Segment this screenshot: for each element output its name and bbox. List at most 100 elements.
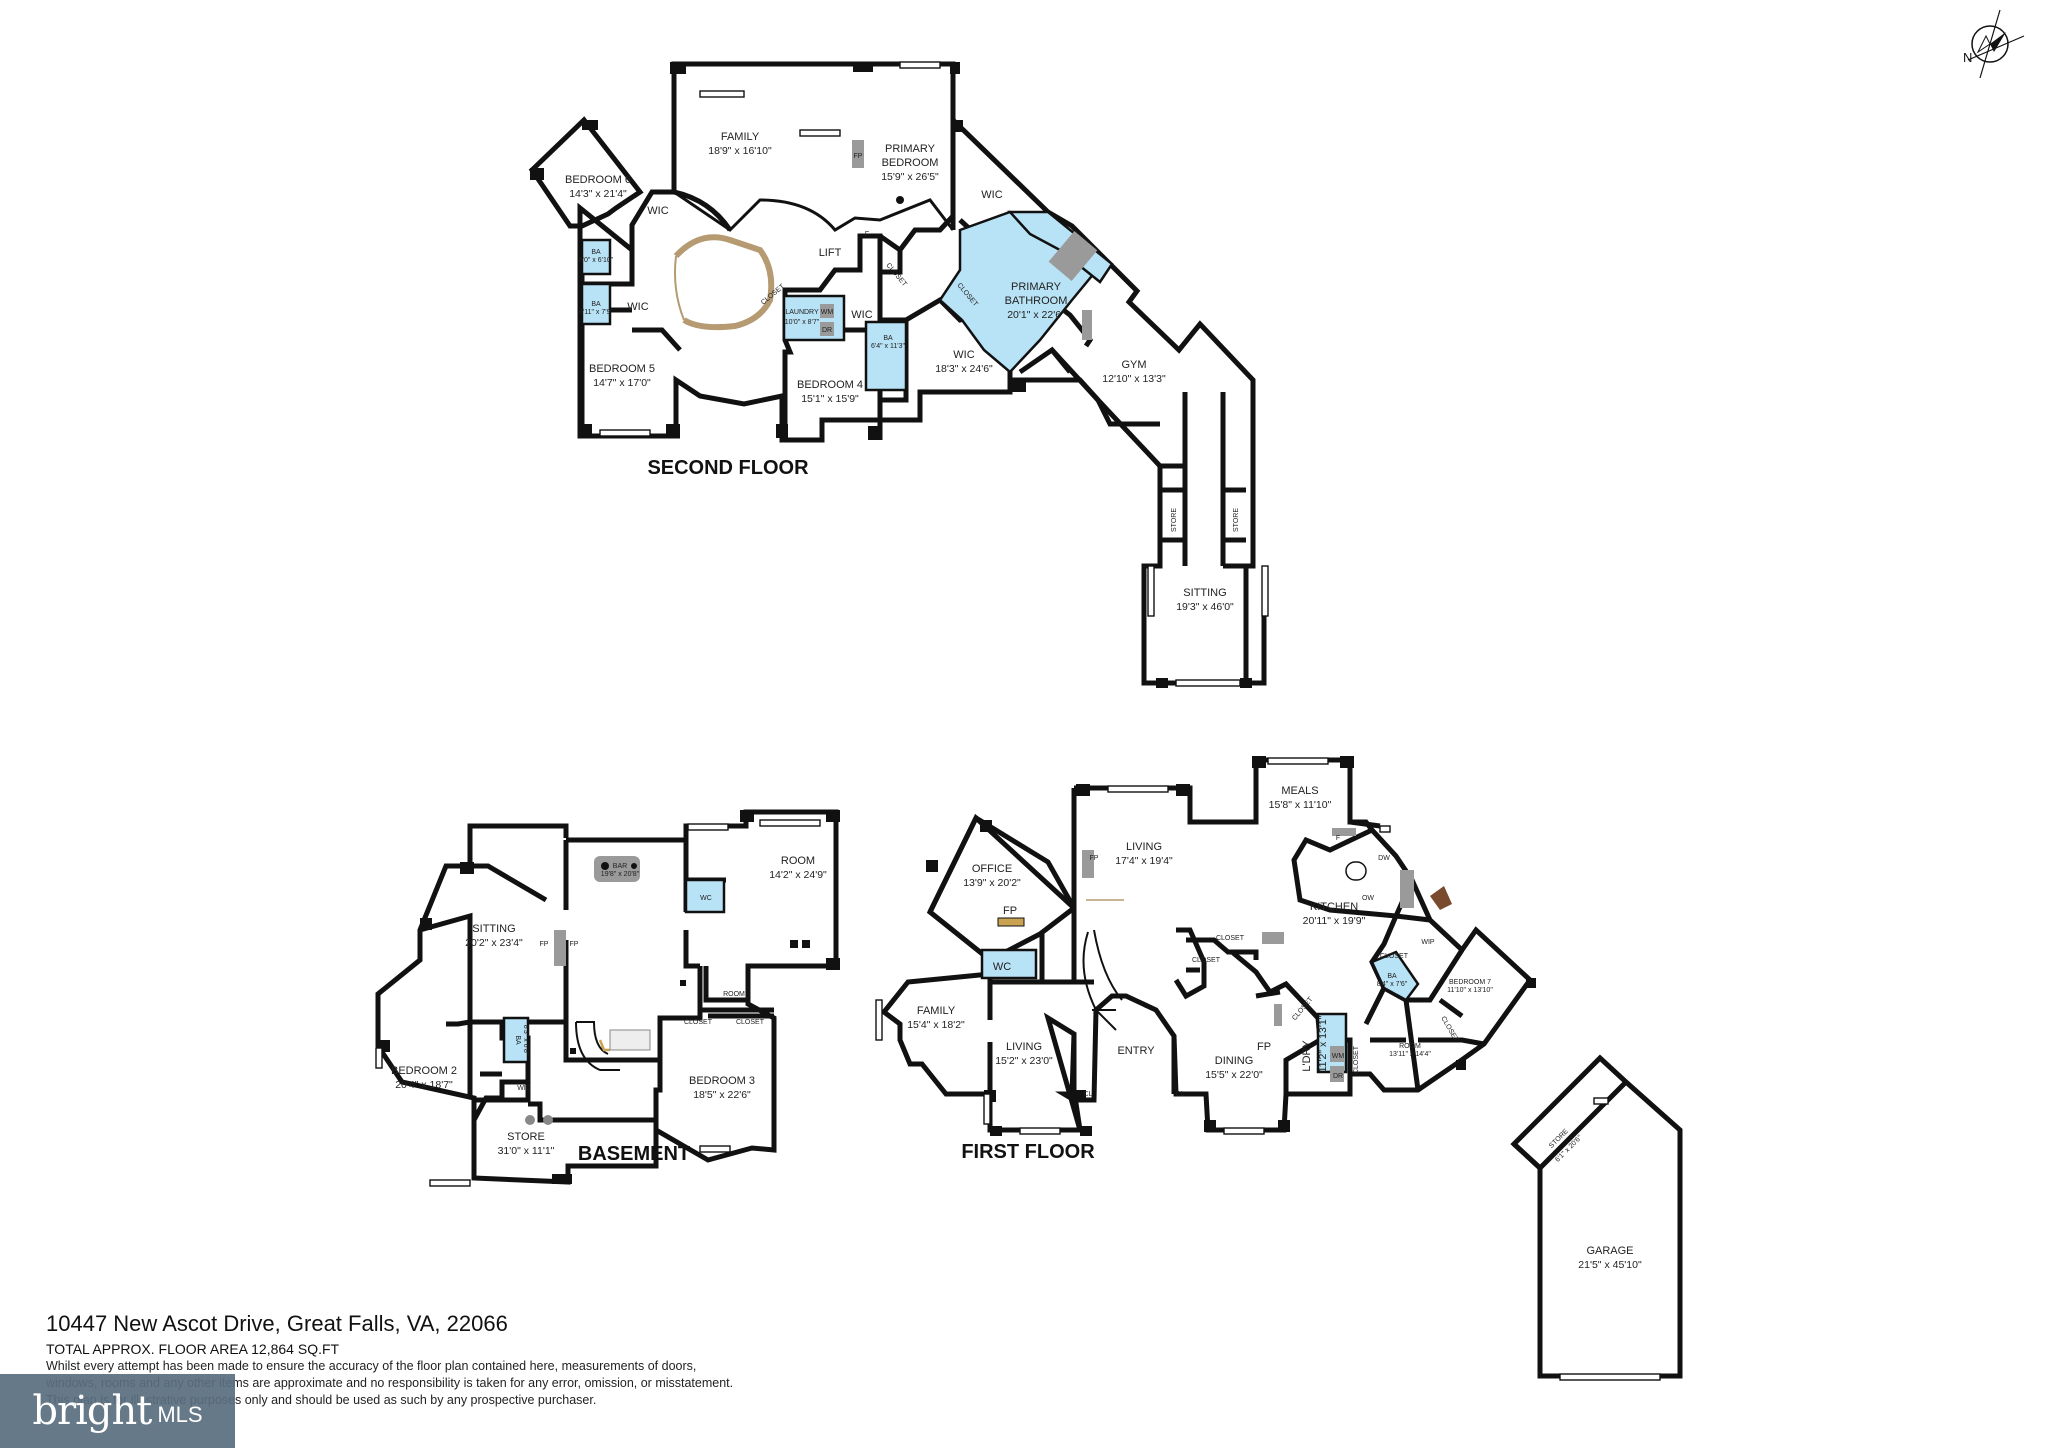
compass-icon: N xyxy=(1963,9,2025,79)
first-bath-fill xyxy=(1370,950,1420,1002)
bedroom5-label: BEDROOM 5 xyxy=(589,363,655,375)
primary-bath-dim: 20'1" x 22'6" xyxy=(1007,309,1065,321)
cl1-label: CL xyxy=(1084,1091,1093,1098)
wic-label-1: WIC xyxy=(647,205,668,217)
basement-title: BASEMENT xyxy=(578,1143,690,1165)
basement-room2-label: ROOM xyxy=(723,991,745,998)
living2-dim: 15'2" x 23'0" xyxy=(995,1055,1053,1067)
first-room-dim: 13'11" x 14'4" xyxy=(1389,1051,1431,1058)
basement-wc-fill xyxy=(684,878,726,914)
office-dim: 13'9" x 20'2" xyxy=(963,877,1021,889)
closet-label-2: CLOSET xyxy=(884,262,908,289)
first-closet5-label: CLOSET xyxy=(1380,953,1409,960)
total-floor-area: TOTAL APPROX. FLOOR AREA 12,864 SQ.FT xyxy=(46,1341,340,1357)
bar-dim: 19'8" x 20'8" xyxy=(601,871,640,878)
bedroom2-dim: 20'4" x 18'7" xyxy=(395,1079,453,1091)
basement-wc-label: WC xyxy=(700,895,712,902)
primary-bedroom-dim: 15'9" x 26'5" xyxy=(881,171,939,183)
bedroom3-dim: 18'5" x 22'6" xyxy=(693,1089,751,1101)
first-laundry-fill xyxy=(1316,1012,1348,1074)
laundry-dim: 10'0" x 8'7" xyxy=(785,319,820,326)
living1-label: LIVING xyxy=(1126,841,1162,853)
basement-closet1-label: CLOSET xyxy=(684,1019,713,1026)
wic-main-dim: 18'3" x 24'6" xyxy=(935,363,993,375)
bedroom6-dim: 14'3" x 21'4" xyxy=(569,188,627,200)
ldry-label: L'DRY xyxy=(1301,1040,1313,1072)
basement-fp2-label: FP xyxy=(570,941,579,948)
basement-plan: BAR 19'8" x 20'8" ROOM 14'2" x 24'9" SIT… xyxy=(375,809,840,1187)
first-closet1-label: CLOSET xyxy=(1216,935,1245,942)
bedroom4-label: BEDROOM 4 xyxy=(797,379,863,391)
wip-label: WIP xyxy=(1421,939,1435,946)
basement-bath-dim: 8'3" x 6'8" xyxy=(522,1025,529,1056)
first-family-dim: 15'4" x 18'2" xyxy=(907,1019,965,1031)
dw-label: DW xyxy=(1378,855,1390,862)
primary-bedroom-label-1: PRIMARY xyxy=(885,143,936,155)
basement-fp1-label: FP xyxy=(540,941,549,948)
first-wc-label: WC xyxy=(993,961,1011,973)
second-bath1-fill xyxy=(580,238,612,276)
wic-main-label: WIC xyxy=(953,349,974,361)
dr-label: DR xyxy=(822,327,832,334)
office-label: OFFICE xyxy=(972,863,1012,875)
second-bath3-fill xyxy=(864,320,908,392)
laundry-fill xyxy=(782,294,846,342)
bath2-label: BA xyxy=(591,301,601,308)
dining-label: DINING xyxy=(1215,1055,1254,1067)
second-floor-title: SECOND FLOOR xyxy=(647,457,809,479)
cl2-label: CL xyxy=(1176,1091,1185,1098)
basement-bath-label: BA xyxy=(514,1035,521,1045)
property-address: 10447 New Ascot Drive, Great Falls, VA, … xyxy=(46,1311,508,1336)
bedroom7-dim: 11'10" x 13'10" xyxy=(1447,987,1493,994)
wic-label-3: WIC xyxy=(981,189,1002,201)
first-bath-label: BA xyxy=(1387,973,1397,980)
store-label-2: STORE xyxy=(1233,508,1240,532)
bath1-label: BA xyxy=(591,249,601,256)
living1-dim: 17'4" x 19'4" xyxy=(1115,855,1173,867)
second-floor-plan: FAMILY 18'9" x 16'10" PRIMARY BEDROOM 15… xyxy=(528,61,1269,688)
garage-label: GARAGE xyxy=(1586,1245,1633,1257)
basement-wic-label: WIC xyxy=(517,1085,531,1092)
laundry-label: LAUNDRY xyxy=(785,309,819,316)
bedroom5-dim: 14'7" x 17'0" xyxy=(593,377,651,389)
meals-dim: 15'8" x 11'10" xyxy=(1269,799,1332,811)
bedroom6-label: BEDROOM 6 xyxy=(565,174,631,186)
first-f-label: F xyxy=(1336,835,1340,842)
first-floor-title: FIRST FLOOR xyxy=(961,1141,1095,1163)
f-label: F xyxy=(865,231,869,238)
primary-bedroom-label-2: BEDROOM xyxy=(882,157,939,169)
first-fp1-label: FP xyxy=(1090,855,1099,862)
lift-label: LIFT xyxy=(819,247,842,259)
kitchen-label: KITCHEN xyxy=(1310,901,1358,913)
gym-label: GYM xyxy=(1121,359,1146,371)
primary-bath-label-2: BATHROOM xyxy=(1005,295,1068,307)
sitting-label: SITTING xyxy=(1183,587,1226,599)
entry-label: ENTRY xyxy=(1117,1045,1155,1057)
first-fp3-label: FP xyxy=(1257,1041,1271,1053)
second-bath2-fill xyxy=(580,282,612,326)
first-closet2-label: CLOSET xyxy=(1192,957,1221,964)
store-label-1: STORE xyxy=(1171,508,1178,532)
bedroom3-label: BEDROOM 3 xyxy=(689,1075,755,1087)
bath3-dim: 6'4" x 11'3" xyxy=(871,343,905,350)
first-wm-label: WM xyxy=(1332,1053,1345,1060)
basement-room1-dim: 14'2" x 24'9" xyxy=(769,869,827,881)
disclaimer-line-1: Whilst every attempt has been made to en… xyxy=(46,1359,697,1373)
primary-bath-label-1: PRIMARY xyxy=(1011,281,1062,293)
first-fp2-label: FP xyxy=(1003,905,1017,917)
basement-closet2-label: CLOSET xyxy=(736,1019,765,1026)
wm-label: WM xyxy=(821,309,834,316)
garage-dim: 21'5" x 45'10" xyxy=(1578,1259,1642,1271)
kitchen-dim: 20'11" x 19'9" xyxy=(1303,915,1366,927)
ldry-dim: 11'2" x 13'1" xyxy=(1317,1015,1329,1072)
bedroom4-dim: 15'1" x 15'9" xyxy=(801,393,859,405)
bedroom2-label: BEDROOM 2 xyxy=(391,1065,457,1077)
family-label: FAMILY xyxy=(721,131,760,143)
first-room-label: ROOM xyxy=(1399,1043,1421,1050)
basement-store-label: STORE xyxy=(507,1131,545,1143)
family-dim: 18'9" x 16'10" xyxy=(708,145,772,157)
bright-mls-watermark: bright MLS xyxy=(0,1374,235,1448)
ow-label: OW xyxy=(1362,895,1374,902)
sitting-dim: 19'3" x 46'0" xyxy=(1176,601,1234,613)
